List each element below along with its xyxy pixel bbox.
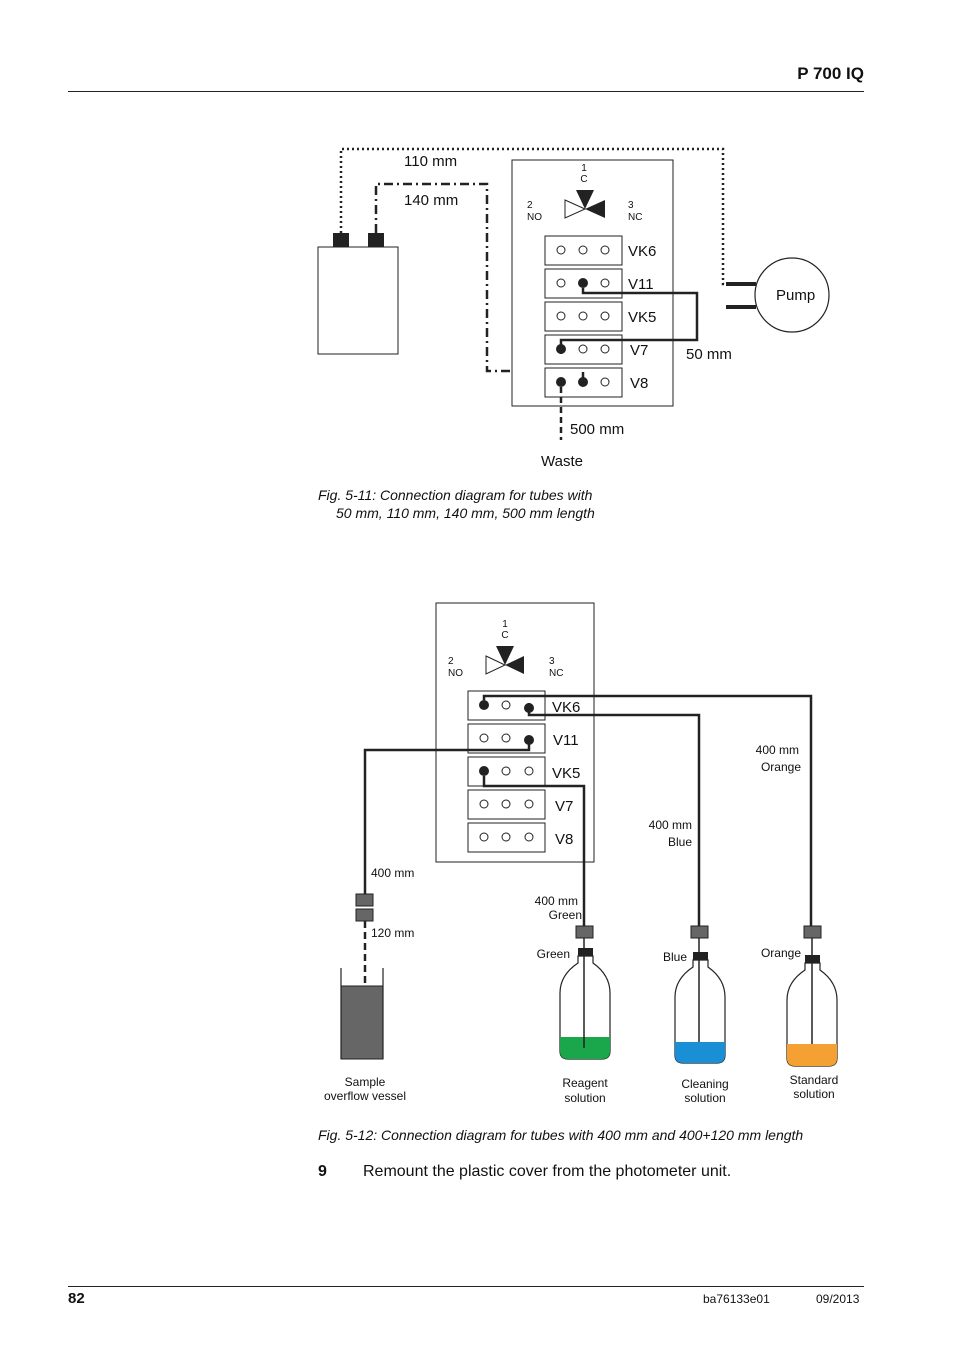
row-label-v7: V7 bbox=[630, 342, 648, 359]
row-label-v8: V8 bbox=[630, 375, 648, 392]
valve2-row-v7 bbox=[467, 789, 546, 820]
connector-sample-lower bbox=[355, 908, 374, 922]
figure-5-11-caption: Fig. 5-11: Connection diagram for tubes … bbox=[318, 486, 595, 522]
pump bbox=[754, 257, 830, 333]
row2-label-vk6: VK6 bbox=[552, 699, 580, 716]
footer-rule bbox=[68, 1286, 864, 1287]
label-140mm: 140 mm bbox=[404, 192, 458, 209]
vessel-label-reagent-2: solution bbox=[564, 1091, 605, 1105]
label-waste: Waste bbox=[541, 453, 583, 470]
row-label-v11: V11 bbox=[628, 276, 654, 293]
label-sample-400mm: 400 mm bbox=[371, 866, 414, 880]
row2-label-vk5: VK5 bbox=[552, 765, 580, 782]
figure-5-12-caption: Fig. 5-12: Connection diagram for tubes … bbox=[318, 1127, 804, 1143]
connector-orange bbox=[803, 925, 822, 939]
port-3-name-2: NC bbox=[549, 668, 563, 679]
document-title: P 700 IQ bbox=[797, 64, 864, 83]
sample-vessel bbox=[317, 246, 399, 355]
bottle-label-blue: Blue bbox=[663, 950, 687, 964]
port-2-number-2: 2 bbox=[448, 656, 454, 667]
label-blue-400mm: 400 mm bbox=[649, 818, 692, 832]
row2-label-v8: V8 bbox=[555, 831, 573, 848]
vessel-label-sample-2: overflow vessel bbox=[324, 1089, 406, 1103]
header-rule bbox=[68, 91, 864, 92]
port-2-number: 2 bbox=[527, 200, 533, 211]
vessel-label-sample-1: Sample bbox=[345, 1075, 386, 1089]
label-blue-color: Blue bbox=[668, 835, 692, 849]
vessel-label-standard-2: solution bbox=[793, 1087, 834, 1101]
valve2-row-vk5 bbox=[467, 756, 546, 787]
port-1-name-2: C bbox=[501, 630, 508, 641]
vessel-port-left bbox=[333, 233, 349, 247]
valve-row-vk6 bbox=[544, 235, 623, 266]
vessel-label-cleaning-2: solution bbox=[684, 1091, 725, 1105]
cleaning-bottle bbox=[674, 938, 726, 1064]
caption-line-1: Fig. 5-11: Connection diagram for tubes … bbox=[318, 487, 593, 503]
port-3-number: 3 bbox=[628, 200, 634, 211]
step-text: Remount the plastic cover from the photo… bbox=[363, 1163, 732, 1180]
valve-row-vk5 bbox=[544, 301, 623, 332]
step-number: 9 bbox=[318, 1163, 327, 1180]
port-2-name: NO bbox=[527, 212, 542, 223]
tube-blue bbox=[527, 703, 701, 926]
row-label-vk5: VK5 bbox=[628, 309, 656, 326]
valve-symbol-2 bbox=[485, 646, 524, 675]
reagent-bottle bbox=[559, 938, 611, 1060]
label-orange-400mm: 400 mm bbox=[756, 743, 799, 757]
standard-bottle bbox=[786, 938, 838, 1067]
tube-green bbox=[482, 776, 586, 926]
port-3-number-2: 3 bbox=[549, 656, 555, 667]
vessel-label-standard-1: Standard bbox=[790, 1073, 839, 1087]
label-green-color: Green bbox=[549, 908, 582, 922]
label-50mm: 50 mm bbox=[686, 346, 732, 363]
document-code: ba76133e01 bbox=[703, 1292, 770, 1306]
bottle-label-green: Green bbox=[537, 947, 570, 961]
row-label-vk6: VK6 bbox=[628, 243, 656, 260]
port-1-name: C bbox=[580, 174, 587, 185]
connector-sample-upper bbox=[355, 893, 374, 907]
valve2-row-v11 bbox=[467, 723, 546, 754]
pump-label: Pump bbox=[776, 287, 815, 304]
valve-symbol bbox=[564, 190, 605, 219]
connector-blue bbox=[690, 925, 709, 939]
figure-5-11: 1 C 2 NO 3 NC VK6 V11 VK5 V7 V8 bbox=[317, 147, 830, 470]
port-1-number: 1 bbox=[581, 163, 587, 174]
label-500mm: 500 mm bbox=[570, 421, 624, 438]
port-3-name: NC bbox=[628, 212, 642, 223]
port-2-name-2: NO bbox=[448, 668, 463, 679]
caption-line-2: 50 mm, 110 mm, 140 mm, 500 mm length bbox=[336, 505, 595, 521]
label-sample-120mm: 120 mm bbox=[371, 926, 414, 940]
connector-green bbox=[575, 925, 594, 939]
valve2-row-v8 bbox=[467, 822, 546, 853]
tube-sample-400mm bbox=[363, 736, 531, 894]
port-1-number-2: 1 bbox=[502, 619, 508, 630]
sample-overflow-vessel bbox=[340, 968, 384, 1060]
label-green-400mm: 400 mm bbox=[535, 894, 578, 908]
row2-label-v11: V11 bbox=[553, 732, 579, 749]
page-number: 82 bbox=[68, 1290, 85, 1307]
tube-orange bbox=[482, 694, 813, 926]
bottle-label-orange: Orange bbox=[761, 946, 801, 960]
document-date: 09/2013 bbox=[816, 1292, 860, 1306]
label-110mm: 110 mm bbox=[404, 153, 457, 170]
tube-140mm bbox=[374, 182, 545, 373]
row2-label-v7: V7 bbox=[555, 798, 573, 815]
vessel-port-right bbox=[368, 233, 384, 247]
label-orange-color: Orange bbox=[761, 760, 801, 774]
figure-5-12: 1 C 2 NO 3 NC VK6 V11 VK5 V7 V8 bbox=[324, 602, 839, 1105]
vessel-label-cleaning-1: Cleaning bbox=[681, 1077, 728, 1091]
tube-50mm bbox=[559, 288, 699, 354]
instruction-step: 9 Remount the plastic cover from the phot… bbox=[318, 1163, 731, 1181]
vessel-label-reagent-1: Reagent bbox=[562, 1076, 608, 1090]
